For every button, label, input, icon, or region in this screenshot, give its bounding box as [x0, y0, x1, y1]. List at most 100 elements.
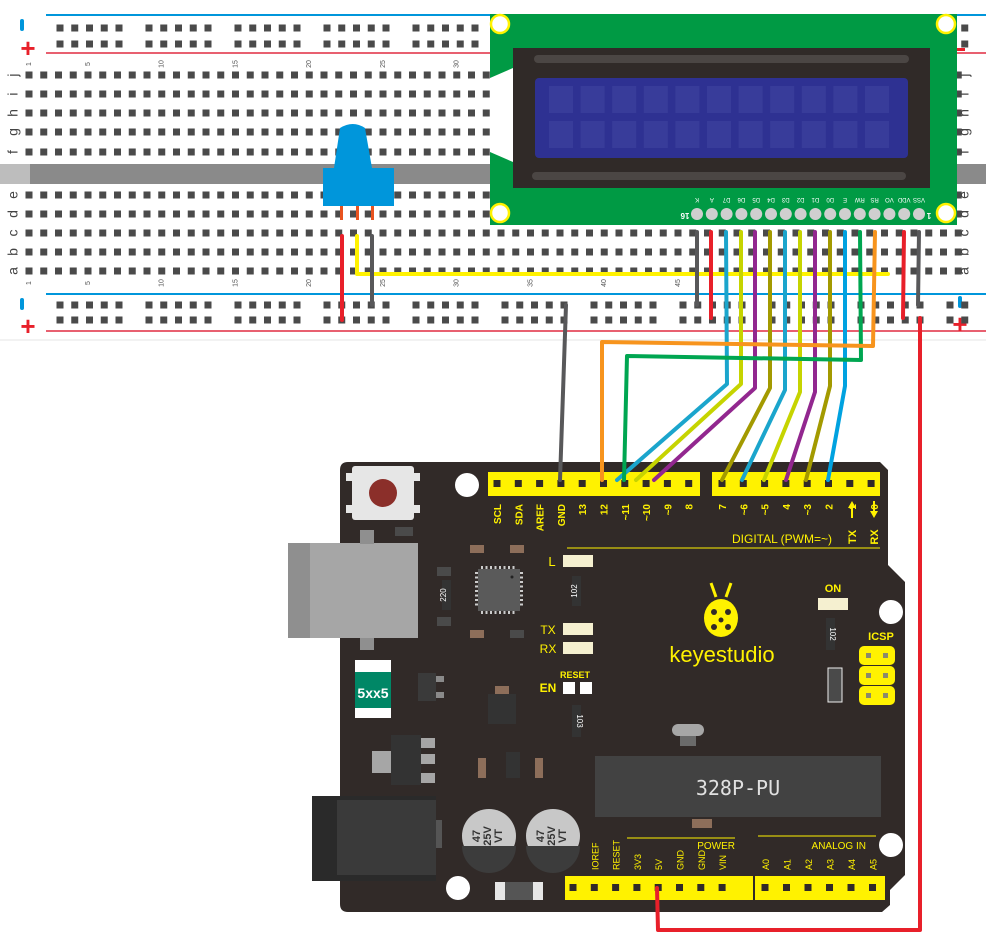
header-pin[interactable]	[847, 884, 855, 891]
breadboard-hole[interactable]	[364, 128, 372, 136]
breadboard-hole[interactable]	[438, 248, 446, 256]
header-pin[interactable]	[493, 480, 501, 487]
breadboard-hole[interactable]	[954, 191, 962, 199]
lcd-pin[interactable]	[750, 208, 763, 220]
breadboard-hole[interactable]	[394, 210, 402, 218]
breadboard-hole[interactable]	[217, 71, 225, 79]
breadboard-hole[interactable]	[482, 128, 490, 136]
breadboard-hole[interactable]	[866, 267, 874, 275]
rail-hole[interactable]	[160, 24, 168, 32]
breadboard-hole[interactable]	[527, 248, 534, 256]
rail-hole[interactable]	[634, 301, 642, 309]
breadboard-hole[interactable]	[55, 90, 62, 98]
lcd-pin[interactable]	[898, 208, 911, 220]
header-pin[interactable]	[676, 884, 683, 891]
rail-hole[interactable]	[605, 316, 613, 324]
breadboard-hole[interactable]	[482, 71, 490, 79]
header-pin[interactable]	[718, 884, 726, 891]
wire-lcd-rs[interactable]	[600, 230, 877, 482]
breadboard-hole[interactable]	[291, 71, 298, 79]
rail-hole[interactable]	[71, 316, 79, 324]
rail-hole[interactable]	[590, 316, 598, 324]
breadboard-hole[interactable]	[748, 267, 756, 275]
rail-hole[interactable]	[456, 316, 464, 324]
breadboard-hole[interactable]	[232, 90, 239, 98]
rail-hole[interactable]	[100, 24, 108, 32]
rail-hole[interactable]	[412, 301, 420, 309]
wire-lcd-d5[interactable]	[720, 230, 772, 482]
breadboard-hole[interactable]	[261, 148, 269, 156]
breadboard-hole[interactable]	[379, 248, 387, 256]
breadboard-hole[interactable]	[350, 229, 357, 237]
breadboard-hole[interactable]	[645, 267, 652, 275]
header-pin[interactable]	[761, 884, 769, 891]
breadboard-hole[interactable]	[453, 210, 461, 218]
breadboard-hole[interactable]	[600, 229, 608, 237]
breadboard-hole[interactable]	[527, 267, 534, 275]
breadboard-hole[interactable]	[364, 109, 372, 117]
breadboard-hole[interactable]	[468, 128, 475, 136]
rail-hole[interactable]	[293, 24, 301, 32]
breadboard-hole[interactable]	[25, 210, 33, 218]
rail-hole[interactable]	[234, 40, 242, 48]
breadboard-hole[interactable]	[423, 191, 431, 199]
breadboard-hole[interactable]	[40, 71, 48, 79]
rail-hole[interactable]	[545, 301, 553, 309]
breadboard-hole[interactable]	[482, 148, 490, 156]
rail-hole[interactable]	[100, 316, 108, 324]
rail-hole[interactable]	[649, 301, 657, 309]
breadboard-hole[interactable]	[246, 128, 254, 136]
breadboard-hole[interactable]	[276, 90, 284, 98]
breadboard-hole[interactable]	[202, 267, 210, 275]
breadboard-hole[interactable]	[659, 248, 667, 256]
breadboard-hole[interactable]	[84, 109, 92, 117]
breadboard-hole[interactable]	[320, 71, 328, 79]
breadboard-hole[interactable]	[232, 248, 239, 256]
breadboard-hole[interactable]	[99, 191, 107, 199]
breadboard-hole[interactable]	[128, 267, 136, 275]
rail-hole[interactable]	[545, 316, 553, 324]
rail-hole[interactable]	[412, 24, 420, 32]
breadboard-hole[interactable]	[881, 229, 888, 237]
breadboard-hole[interactable]	[748, 229, 756, 237]
breadboard-hole[interactable]	[497, 248, 505, 256]
breadboard-hole[interactable]	[55, 191, 62, 199]
breadboard-hole[interactable]	[925, 229, 933, 237]
breadboard-hole[interactable]	[187, 148, 195, 156]
rail-hole[interactable]	[175, 301, 182, 309]
rail-hole[interactable]	[100, 301, 108, 309]
breadboard-hole[interactable]	[84, 128, 92, 136]
header-pin[interactable]	[642, 480, 650, 487]
breadboard-hole[interactable]	[158, 109, 166, 117]
rail-hole[interactable]	[901, 316, 909, 324]
breadboard-hole[interactable]	[320, 267, 328, 275]
header-pin[interactable]	[578, 480, 586, 487]
breadboard-hole[interactable]	[173, 248, 180, 256]
breadboard-hole[interactable]	[335, 71, 343, 79]
breadboard-hole[interactable]	[305, 210, 313, 218]
breadboard-hole[interactable]	[232, 229, 239, 237]
rail-hole[interactable]	[501, 301, 509, 309]
rail-hole[interactable]	[709, 316, 716, 324]
breadboard-hole[interactable]	[954, 71, 962, 79]
rail-hole[interactable]	[961, 40, 969, 48]
breadboard-hole[interactable]	[364, 267, 372, 275]
rail-hole[interactable]	[427, 301, 435, 309]
breadboard-hole[interactable]	[379, 210, 387, 218]
rail-hole[interactable]	[175, 40, 182, 48]
breadboard-hole[interactable]	[305, 267, 313, 275]
breadboard-hole[interactable]	[55, 128, 62, 136]
breadboard-hole[interactable]	[453, 71, 461, 79]
breadboard-hole[interactable]	[350, 109, 357, 117]
breadboard-hole[interactable]	[291, 109, 298, 117]
breadboard-hole[interactable]	[320, 229, 328, 237]
breadboard-hole[interactable]	[364, 248, 372, 256]
breadboard-hole[interactable]	[69, 248, 77, 256]
breadboard-hole[interactable]	[69, 267, 77, 275]
breadboard-hole[interactable]	[114, 90, 121, 98]
breadboard-hole[interactable]	[674, 267, 682, 275]
breadboard-hole[interactable]	[586, 248, 593, 256]
header-pin[interactable]	[867, 480, 875, 487]
breadboard-hole[interactable]	[246, 210, 254, 218]
breadboard-hole[interactable]	[25, 148, 33, 156]
